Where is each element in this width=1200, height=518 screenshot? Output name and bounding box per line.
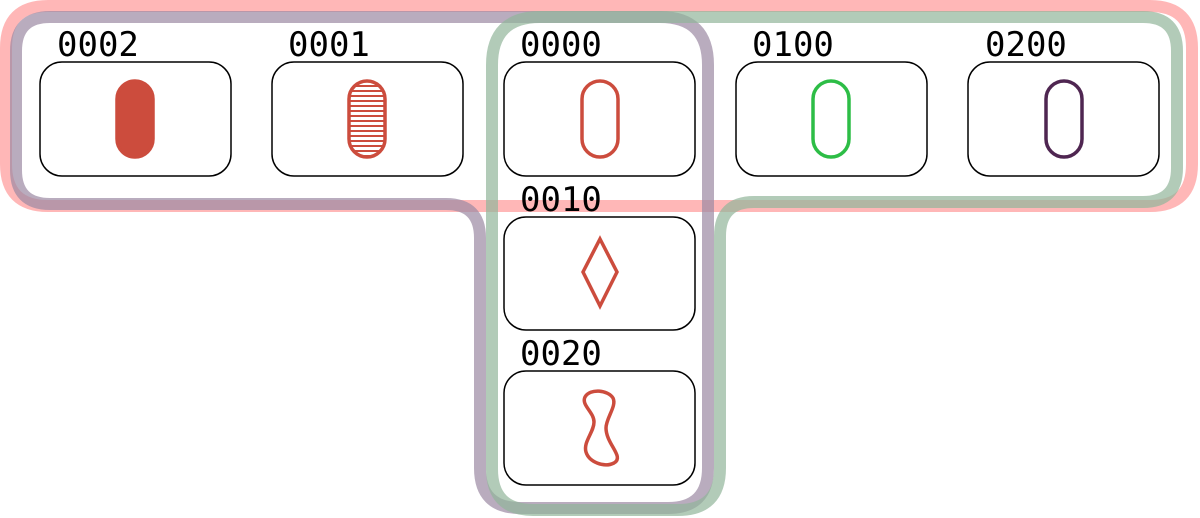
oval-shape-icon <box>115 79 155 159</box>
card-box <box>503 216 696 331</box>
card-0001: 0001 <box>271 25 464 177</box>
card-label: 0200 <box>985 25 1067 65</box>
card-0200: 0200 <box>967 25 1160 177</box>
card-0002: 0002 <box>39 25 232 177</box>
card-box <box>503 370 696 486</box>
card-label: 0001 <box>288 25 370 65</box>
right-column-group-outline <box>486 11 1183 516</box>
card-box <box>503 61 696 177</box>
card-label: 0020 <box>520 334 602 374</box>
diamond-shape-icon <box>581 235 619 310</box>
oval-shape-icon <box>811 79 851 159</box>
card-0020: 0020 <box>503 334 696 486</box>
card-label: 0000 <box>520 25 602 65</box>
card-box <box>967 61 1160 177</box>
card-box <box>735 61 928 177</box>
card-label: 0010 <box>520 180 602 220</box>
oval-shape-icon <box>1044 79 1084 159</box>
card-0000: 0000 <box>503 25 696 177</box>
card-0010: 0010 <box>503 180 696 331</box>
card-0100: 0100 <box>735 25 928 177</box>
left-column-group-outline <box>10 11 714 514</box>
oval-shape-icon <box>580 79 620 159</box>
squiggle-shape-icon <box>582 389 620 467</box>
oval-shape-icon <box>347 79 387 159</box>
card-label: 0002 <box>57 25 139 65</box>
card-label: 0100 <box>752 25 834 65</box>
